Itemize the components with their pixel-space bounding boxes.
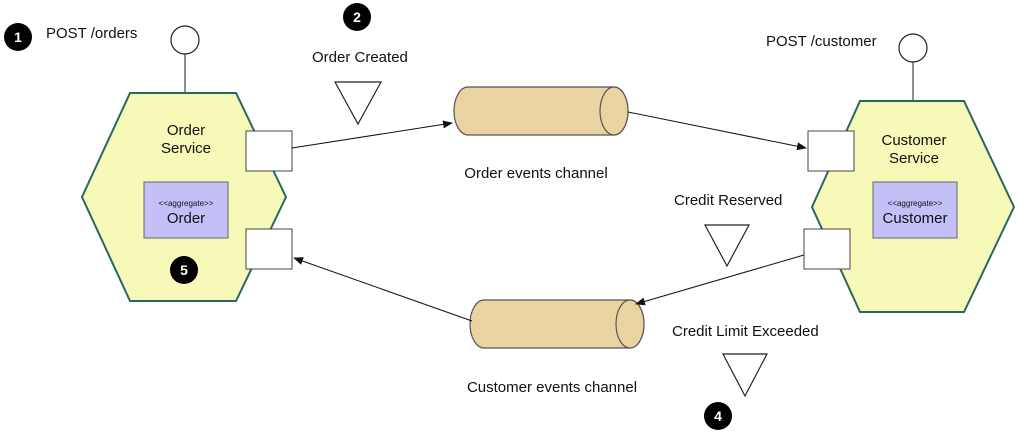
order-service-title-line2: Service: [161, 140, 211, 157]
credit-limit-exceeded-label: Credit Limit Exceeded: [672, 323, 819, 340]
step-5-number: 5: [180, 262, 188, 278]
step-5-badge: [170, 256, 198, 284]
credit-reserved-label: Credit Reserved: [674, 192, 782, 209]
step-1-number: 1: [14, 29, 22, 45]
arrow-order-to-channel: [291, 120, 453, 149]
order-service: Order Service <<aggregate>> Order 5: [80, 25, 293, 302]
step-1-badge: 1: [4, 23, 32, 51]
customer-aggregate-box: [872, 181, 958, 239]
arrow-channel-to-customer: [627, 111, 807, 151]
customer-channel-end: [615, 299, 645, 349]
credit-limit-exceeded-event-icon: [722, 353, 768, 398]
post-orders-label: POST /orders: [46, 25, 137, 42]
customer-service-title-line2: Service: [889, 150, 939, 167]
step-4-badge: 4: [704, 402, 732, 430]
customer-api-endpoint-icon: [898, 33, 928, 63]
order-api-endpoint-icon: [170, 25, 200, 55]
arrow-channel-to-order: [293, 257, 473, 322]
order-events-channel: Order events channel: [453, 86, 629, 182]
customer-aggregate-name: Customer: [882, 210, 947, 227]
customer-service: Customer Service <<aggregate>> Customer: [803, 33, 1016, 313]
customer-aggregate-stereotype: <<aggregate>>: [888, 199, 943, 208]
arrow-customer-to-channel: [635, 254, 805, 306]
order-created-event-icon: [333, 81, 383, 126]
customer-events-channel: Customer events channel: [467, 299, 645, 396]
credit-reserved-event-icon: [703, 224, 751, 268]
order-created-label: Order Created: [312, 49, 408, 66]
order-aggregate-stereotype: <<aggregate>>: [159, 199, 214, 208]
post-customer-label: POST /customer: [766, 33, 877, 50]
customer-service-title-line1: Customer: [881, 132, 946, 149]
customer-events-channel-label: Customer events channel: [467, 379, 637, 396]
order-service-title-line1: Order: [167, 122, 205, 139]
order-aggregate-name: Order: [167, 210, 205, 227]
order-aggregate-box: [143, 181, 229, 239]
step-2-badge: 2: [343, 3, 371, 31]
step-2-number: 2: [353, 9, 361, 25]
order-events-channel-label: Order events channel: [464, 165, 607, 182]
step-4-number: 4: [714, 408, 722, 424]
order-channel-end: [599, 86, 629, 136]
order-outbound-port: [245, 130, 293, 172]
customer-inbound-port: [807, 130, 855, 172]
order-inbound-port: [245, 228, 293, 270]
customer-outbound-port: [803, 228, 851, 270]
